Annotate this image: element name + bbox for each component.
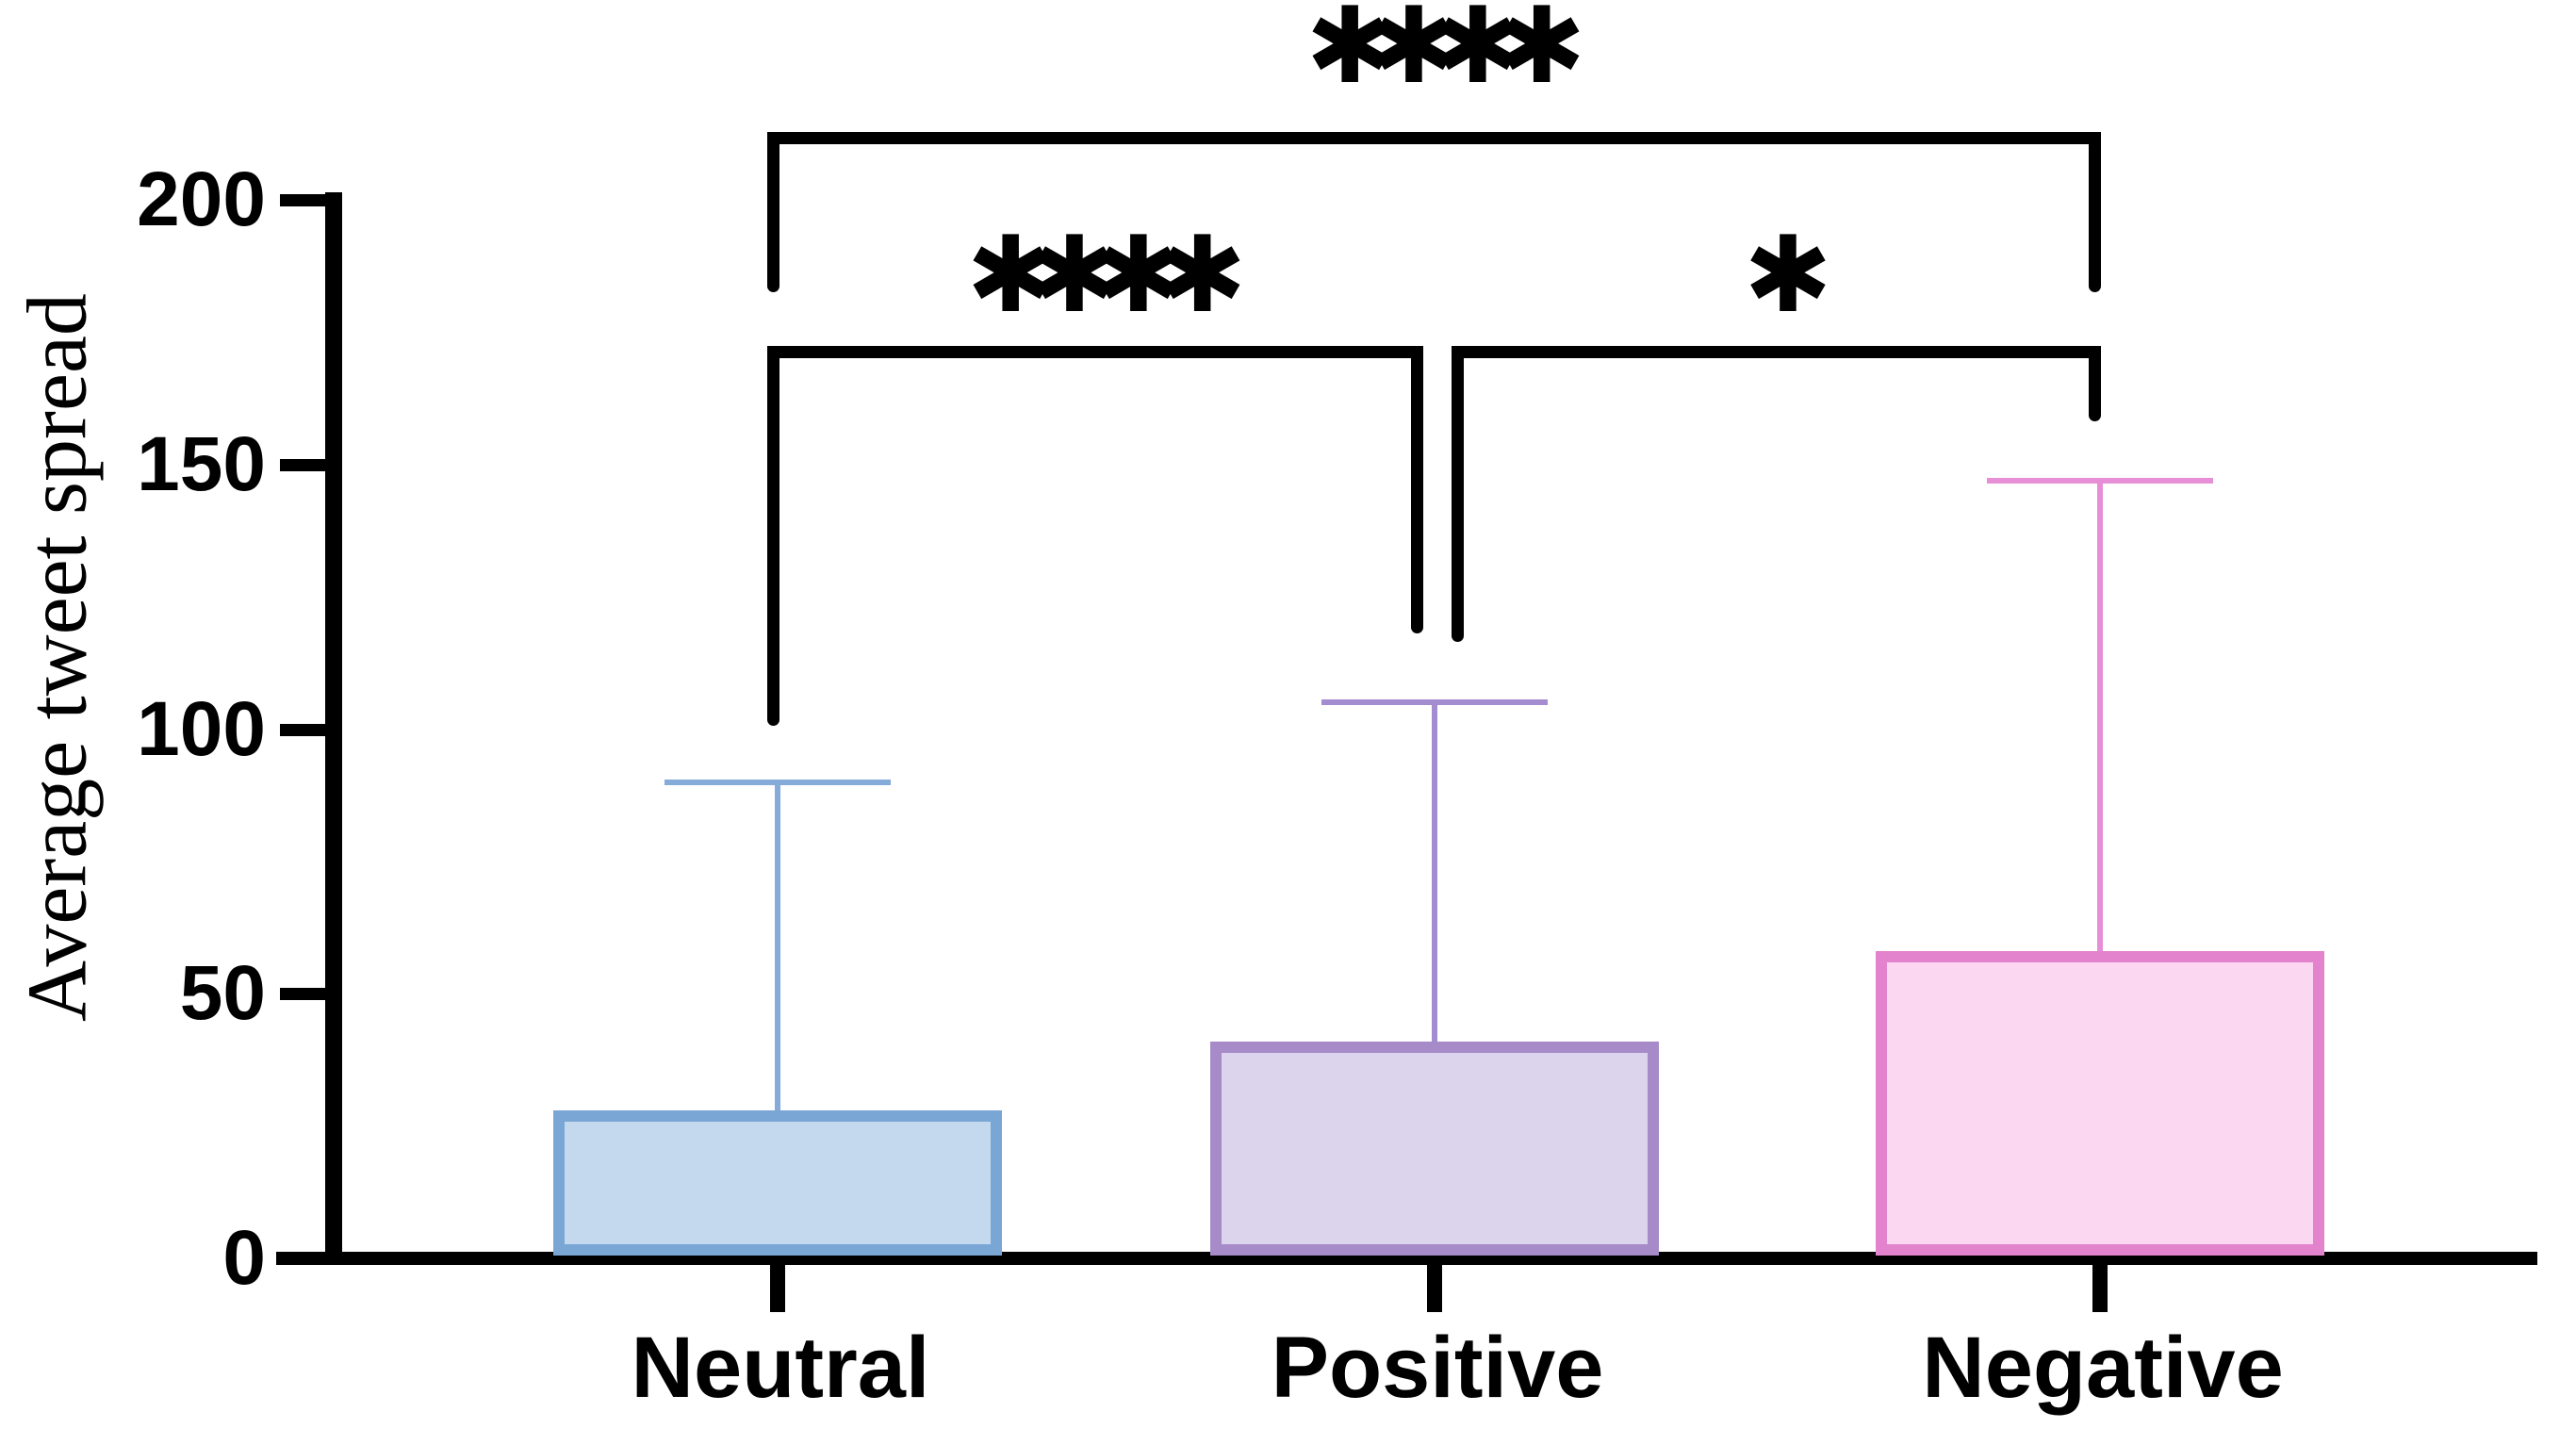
y-tick-100: [280, 724, 327, 736]
y-tick-label-150: 150: [137, 421, 266, 507]
bar-negative: [1876, 951, 2324, 1256]
y-axis-line: [325, 192, 342, 1265]
x-label-negative: Negative: [1922, 1320, 2284, 1416]
x-tick-negative: [2092, 1259, 2108, 1312]
y-tick-label-50: 50: [179, 950, 266, 1036]
sig-bracket-1-bar: [767, 132, 2101, 144]
sig-stars-3: ✱: [1744, 214, 1832, 337]
sig-stars-1: ✱✱✱✱: [1305, 0, 1585, 107]
sig-bracket-2-right-leg: [1411, 346, 1423, 633]
error-bar-stem-positive: [1432, 702, 1437, 1042]
y-tick-50: [280, 988, 327, 1000]
error-bar-cap-negative: [1987, 478, 2213, 484]
sig-stars-2: ✱✱✱✱: [966, 214, 1246, 337]
x-label-neutral: Neutral: [631, 1320, 930, 1416]
sig-bracket-1-left-leg: [767, 132, 779, 292]
y-tick-label-200: 200: [137, 156, 266, 242]
x-tick-neutral: [770, 1259, 785, 1312]
bar-neutral: [553, 1110, 1002, 1256]
sig-bracket-3-right-leg: [2089, 346, 2101, 421]
x-tick-positive: [1427, 1259, 1442, 1312]
error-bar-stem-negative: [2097, 481, 2103, 951]
y-tick-150: [280, 459, 327, 471]
bar-positive: [1210, 1042, 1659, 1256]
sig-bracket-3-left-leg: [1452, 346, 1464, 642]
y-tick-label-100: 100: [137, 686, 266, 772]
error-bar-stem-neutral: [775, 782, 780, 1110]
sig-bracket-1-right-leg: [2089, 132, 2101, 292]
error-bar-cap-positive: [1321, 699, 1548, 705]
error-bar-cap-neutral: [665, 780, 891, 785]
sig-bracket-2-left-leg: [767, 346, 779, 726]
y-tick-label-0: 0: [222, 1215, 266, 1301]
sig-bracket-3-bar: [1452, 346, 2101, 358]
sig-bracket-2-bar: [767, 346, 1423, 358]
y-tick-200: [280, 194, 327, 206]
x-label-positive: Positive: [1271, 1320, 1604, 1416]
